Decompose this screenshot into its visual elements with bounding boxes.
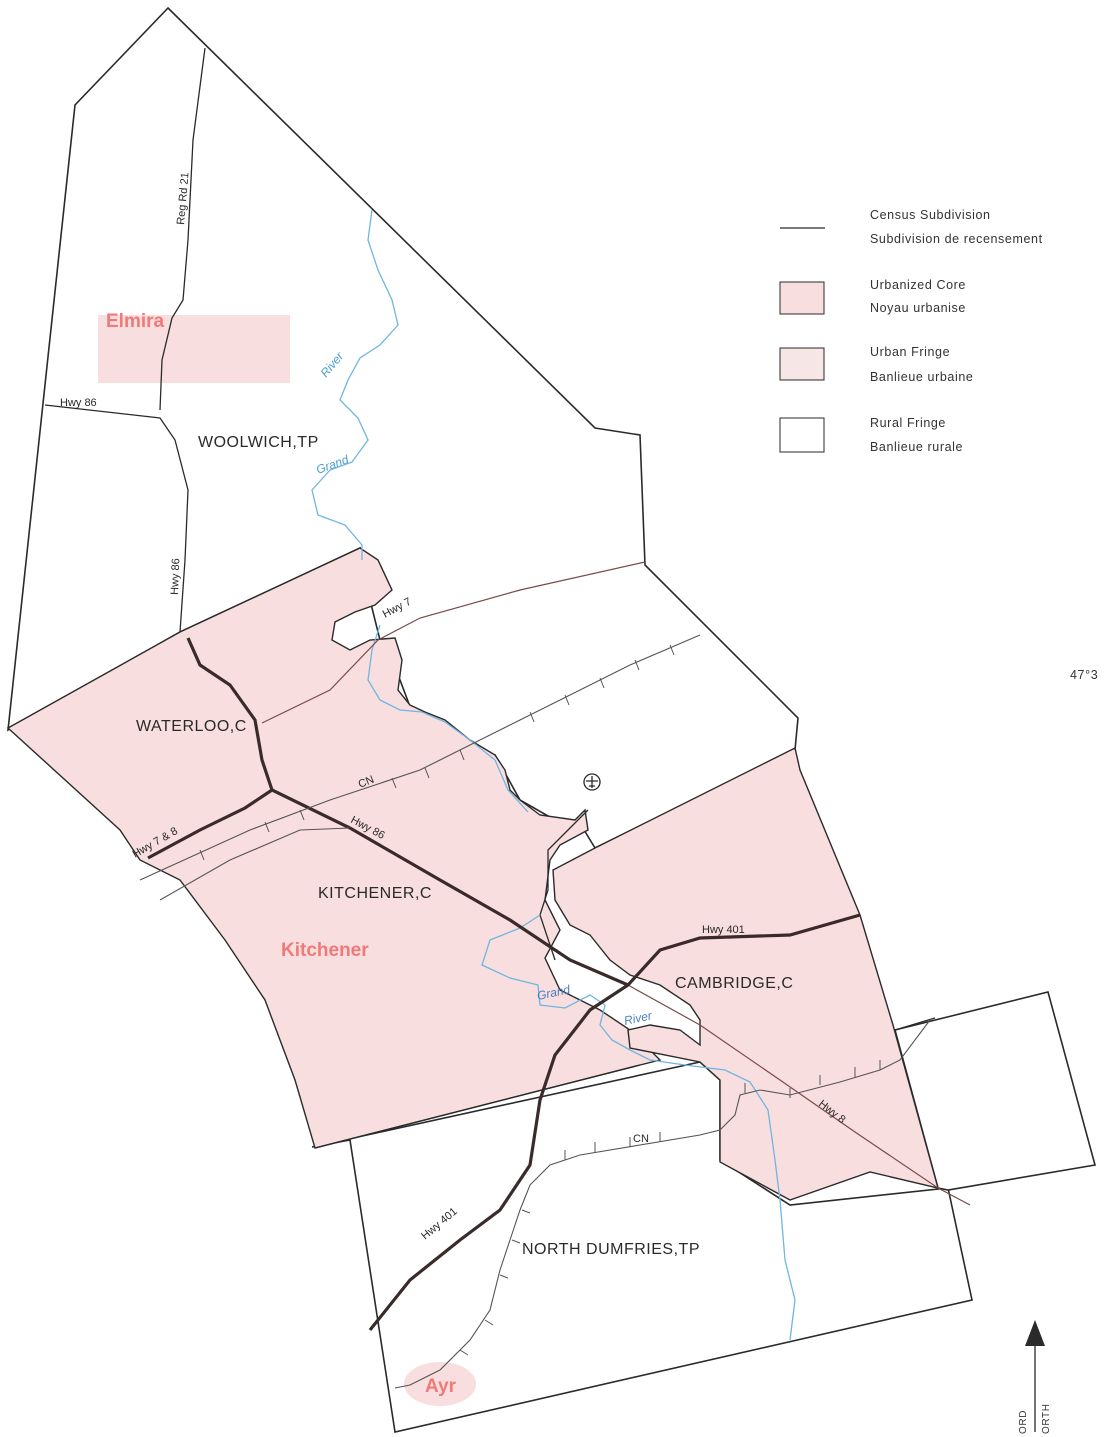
grand-south-label: Grand <box>536 982 572 1003</box>
woolwich-label: WOOLWICH,TP <box>198 434 319 451</box>
hwy401-east-label: Hwy 401 <box>702 924 745 936</box>
legend-urban-core-fr: Noyau urbanise <box>870 301 966 315</box>
hwy401-line <box>368 913 861 1331</box>
cambridge-label: CAMBRIDGE,C <box>675 975 793 992</box>
rural-areas <box>7 6 1097 1433</box>
legend-rural-fringe-swatch <box>779 417 825 453</box>
legend-urban-fringe-fr: Banlieue urbaine <box>870 370 973 384</box>
elmira-label: Elmira <box>106 311 165 332</box>
legend-rural-fringe-en: Rural Fringe <box>870 416 946 430</box>
legend-rural-fringe-fr: Banlieue rurale <box>870 440 963 454</box>
waterloo-label: WATERLOO,C <box>136 718 247 735</box>
legend-csd-fr: Subdivision de recensement <box>870 232 1043 246</box>
north-label-1: ORD <box>1018 1410 1029 1434</box>
cn-north-label: CN <box>357 774 376 791</box>
cn-south-label: CN <box>633 1133 649 1145</box>
ayr-core <box>404 1362 476 1406</box>
cn-railway <box>139 634 931 1389</box>
urban-core <box>6 315 939 1406</box>
reg-rd-21-label: Reg Rd 21 <box>175 172 192 225</box>
hwy7-line <box>261 561 646 724</box>
grand-river <box>311 209 796 1341</box>
elmira-core <box>98 315 290 383</box>
north-arrow-icon <box>1025 1320 1045 1432</box>
kitchener-place-label: Kitchener <box>281 940 369 961</box>
railway-ticks <box>199 644 881 1356</box>
legend: Census Subdivision Subdivision de recens… <box>779 208 1043 454</box>
hwy86-west-label: Hwy 86 <box>60 397 97 409</box>
north-dumfries-label: NORTH DUMFRIES,TP <box>522 1241 700 1258</box>
hwy86-north-label: Hwy 86 <box>169 558 182 595</box>
legend-urban-fringe-swatch <box>779 347 825 381</box>
major-highways <box>147 637 861 1331</box>
latitude-label: 47°3 <box>1070 668 1098 682</box>
kitchener-csd-label: KITCHENER,C <box>318 885 432 902</box>
ayr-label: Ayr <box>425 1376 457 1397</box>
airport-icon <box>583 773 601 791</box>
csd-boundaries <box>44 47 936 1149</box>
cambridge-core <box>552 746 939 1201</box>
legend-urban-fringe-en: Urban Fringe <box>870 345 950 359</box>
hwy8-line <box>627 984 971 1206</box>
hwy7-8-line <box>147 788 273 860</box>
north-label-2: ORTH <box>1041 1403 1052 1434</box>
legend-csd-en: Census Subdivision <box>870 208 991 222</box>
minor-roads <box>261 561 971 1206</box>
river-south-label: River <box>623 1008 654 1028</box>
legend-urban-core-swatch <box>779 281 825 315</box>
legend-urban-core-en: Urbanized Core <box>870 278 966 292</box>
